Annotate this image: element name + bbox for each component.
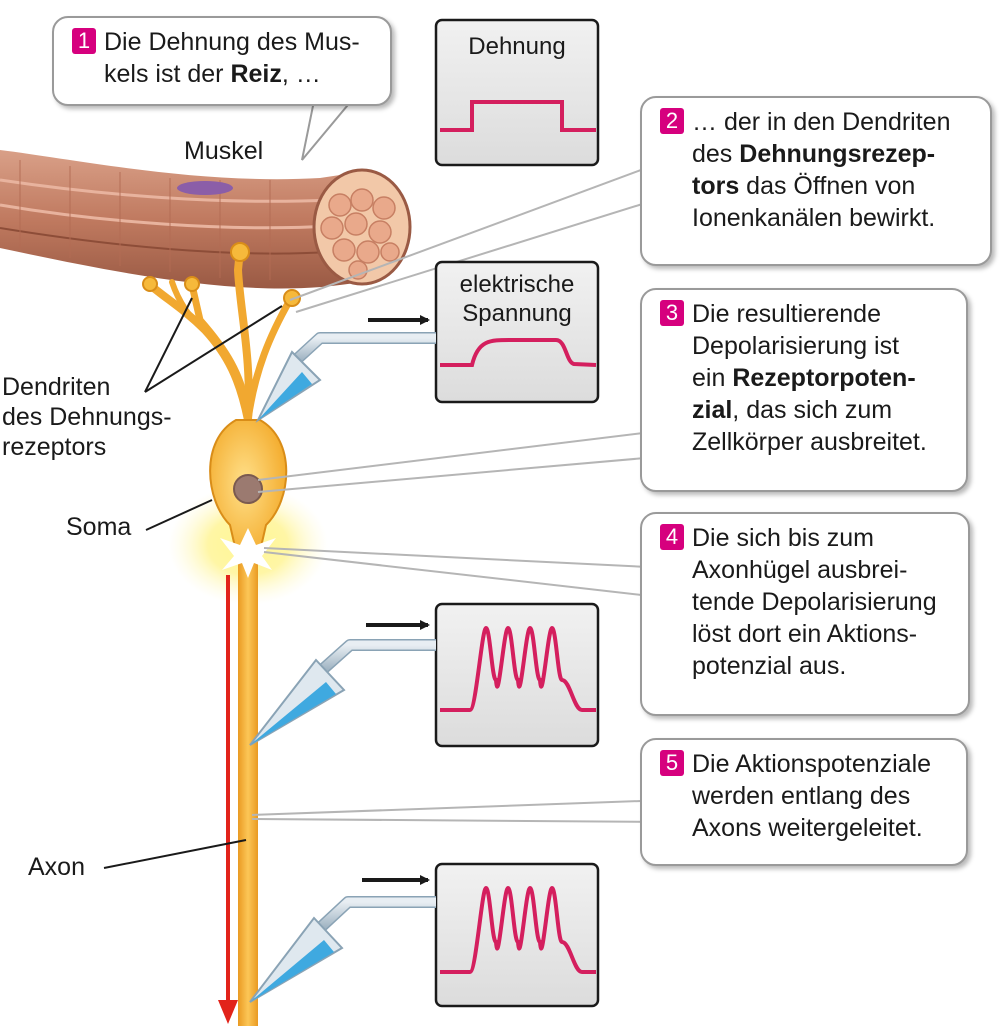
voltage-panel-label: elektrische Spannung — [436, 270, 598, 328]
callout-5-text: 5 Die Aktionspotenziale werden entlang des… — [660, 748, 952, 844]
callout-line: potenzial aus. — [660, 650, 954, 682]
callout-line: Axons weitergeleitet. — [660, 812, 952, 844]
receptor-trace — [440, 338, 597, 367]
callout-text-segment: … der in den Dendriten — [692, 108, 951, 136]
callout-1-text: 1 Die Dehnung des Mus-kels ist der Reiz, … — [72, 26, 376, 90]
spark-icon — [220, 528, 276, 578]
label-leaders — [103, 297, 283, 869]
action-potential-trace — [440, 885, 596, 974]
callout-text-segment: löst dort ein Aktions- — [692, 620, 918, 648]
callout-text-segment: Die Aktionspotenziale — [692, 750, 932, 778]
nucleus — [233, 474, 263, 504]
callout-line: Depolarisierung ist — [660, 330, 952, 362]
callout-text-segment: Depolarisierung ist — [692, 332, 900, 360]
step-number-badge: 5 — [660, 750, 684, 776]
axon-label: Axon — [28, 853, 85, 881]
voltage-label-line-1: elektrische — [459, 271, 575, 298]
callout-text-segment: tende Depolarisierung — [692, 588, 937, 616]
callout-line: 2 … der in den Dendriten — [660, 106, 976, 138]
step-number-badge: 3 — [660, 300, 684, 326]
callout-text-segment: des — [692, 140, 740, 168]
spike-panel-lower — [434, 862, 600, 1008]
callout-5: 5 Die Aktionspotenziale werden entlang des… — [640, 738, 968, 866]
callout-line: kels ist der Reiz, … — [72, 58, 376, 90]
callout-line: tende Depolarisierung — [660, 586, 954, 618]
callout-line: 1 Die Dehnung des Mus- — [72, 26, 376, 58]
callout-line: Axonhügel ausbrei- — [660, 554, 954, 586]
callout-text-segment: potenzial aus. — [692, 652, 847, 680]
callout-line: Zellkörper ausbreitet. — [660, 426, 952, 458]
callout-line: des Dehnungsrezep- — [660, 138, 976, 170]
stretch-panel — [434, 18, 600, 167]
callout-line: werden entlang des — [660, 780, 952, 812]
emphasis-text: tors — [692, 172, 740, 200]
electrode-1 — [255, 315, 436, 423]
step-number-badge: 4 — [660, 524, 684, 550]
callout-text-segment: Die Dehnung des Mus- — [104, 28, 360, 56]
callout-line: 4 Die sich bis zum — [660, 522, 954, 554]
callout-text-segment: , … — [281, 60, 321, 88]
callout-text-segment: Zellkörper ausbreitet. — [692, 428, 927, 456]
callout-text-segment: kels ist der — [104, 60, 231, 88]
stretch-trace — [440, 100, 596, 132]
callout-text-segment: Die sich bis zum — [692, 524, 874, 552]
callout-line: Ionenkanälen bewirkt. — [660, 202, 976, 234]
leader-lines — [251, 159, 669, 823]
muscle-label: Muskel — [184, 137, 264, 165]
dendrites-label: Dendriten des Dehnungs- rezeptors — [2, 372, 172, 462]
emphasis-text: Reiz — [230, 60, 282, 88]
emphasis-text: zial — [692, 396, 733, 424]
dendrites-label-line-2: des Dehnungs- — [2, 403, 172, 431]
electrode-2 — [249, 620, 436, 746]
callout-1: 1 Die Dehnung des Mus-kels ist der Reiz, … — [52, 16, 392, 106]
callout-line: ein Rezeptorpoten- — [660, 362, 952, 394]
callout-line: tors das Öffnen von — [660, 170, 976, 202]
axon-shape — [238, 555, 258, 1026]
callout-text-segment: werden entlang des — [692, 782, 911, 810]
dendrites-label-line-3: rezeptors — [2, 433, 107, 461]
emphasis-text: Rezeptorpoten- — [732, 364, 916, 392]
soma-label: Soma — [66, 513, 132, 541]
callout-text-segment: , das sich zum — [732, 396, 893, 424]
emphasis-text: Dehnungsrezep- — [739, 140, 936, 168]
spike-panel-upper — [434, 602, 600, 748]
callout-line: zial, das sich zum — [660, 394, 952, 426]
electrode-3 — [249, 875, 436, 1003]
callout-text-segment: Die resultierende — [692, 300, 881, 328]
callout-line: 3 Die resultierende — [660, 298, 952, 330]
step-number-badge: 2 — [660, 108, 684, 134]
callout-line: 5 Die Aktionspotenziale — [660, 748, 952, 780]
voltage-label-line-2: Spannung — [462, 300, 572, 327]
callout-text-segment: Ionenkanälen bewirkt. — [692, 204, 936, 232]
callout-text-segment: Axons weitergeleitet. — [692, 814, 923, 842]
callout-text-segment: Axonhügel ausbrei- — [692, 556, 908, 584]
callout-text-segment: das Öffnen von — [739, 172, 916, 200]
step-number-badge: 1 — [72, 28, 96, 54]
dendrites-label-line-1: Dendriten — [2, 373, 111, 401]
muscle-nucleus — [177, 181, 233, 195]
stretch-panel-label: Dehnung — [468, 33, 566, 60]
action-potential-trace — [440, 625, 596, 712]
conduction-arrow — [218, 575, 238, 1024]
muscle-fiber — [0, 150, 412, 289]
stretch-receptor-neuron — [142, 242, 328, 1026]
callout-line: löst dort ein Aktions- — [660, 618, 954, 650]
callout-text-segment: ein — [692, 364, 733, 392]
